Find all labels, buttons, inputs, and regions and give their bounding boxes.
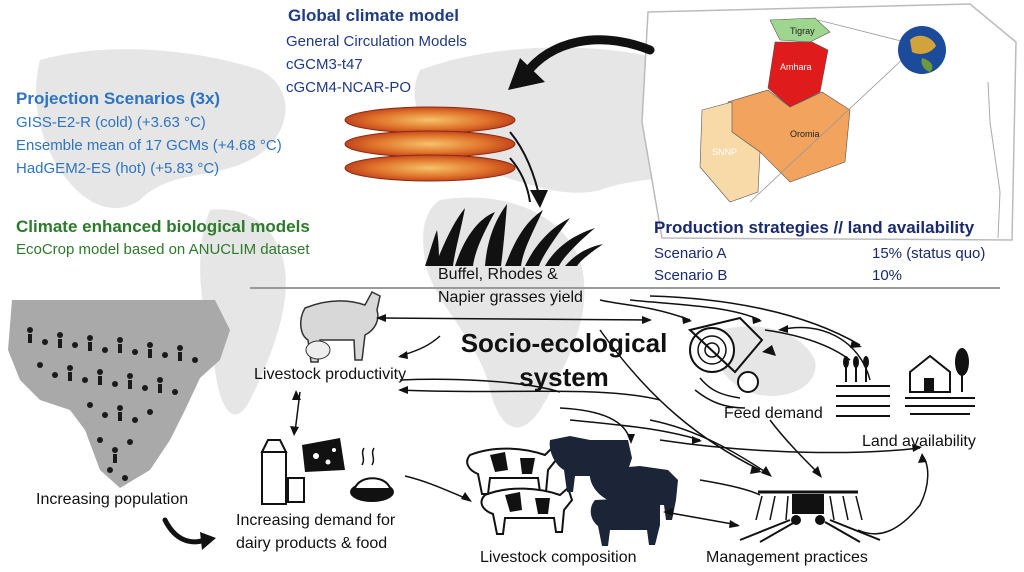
map-label-tigray: Tigray [790, 26, 815, 36]
climate-layers-graphic [344, 106, 548, 208]
big-arrow-icon [508, 35, 655, 90]
land-icon [836, 348, 975, 417]
grasses-label-line-2: Napier grasses yield [438, 289, 583, 306]
node-demand-line-1: Increasing demand for [236, 512, 396, 529]
system-title-line-1: Socio-ecological [460, 328, 668, 358]
scenario-b-value: 10% [872, 267, 903, 284]
node-livestock-productivity: Livestock productivity [254, 366, 407, 383]
projection-line-3: HadGEM2-ES (hot) (+5.83 °C) [16, 160, 220, 177]
production-title: Production strategies // land availabili… [654, 218, 975, 237]
global-model-line-1: General Circulation Models [286, 33, 467, 50]
scenario-a-name: Scenario A [654, 245, 727, 262]
section-divider [250, 287, 1000, 289]
map-label-snnp: SNNP [712, 147, 737, 157]
node-increasing-population: Increasing population [36, 491, 189, 508]
snnp-region [699, 101, 761, 203]
bio-models-title: Climate enhanced biological models [16, 217, 310, 236]
grass-icon [425, 204, 603, 266]
node-livestock-composition: Livestock composition [480, 549, 637, 566]
scenario-b-name: Scenario B [654, 267, 728, 284]
tigray-region [769, 17, 831, 43]
node-land-availability: Land availability [862, 433, 976, 450]
scenario-a-value: 15% (status quo) [872, 245, 986, 262]
projection-line-2: Ensemble mean of 17 GCMs (+4.68 °C) [16, 137, 282, 154]
africa-population-icon [8, 300, 230, 488]
cow-icon [300, 291, 381, 363]
global-model-title: Global climate model [288, 6, 459, 25]
map-label-oromia: Oromia [790, 129, 820, 139]
amhara-region [767, 41, 829, 108]
ethiopia-map-panel: Tigray Amhara Oromia SNNP [641, 3, 1017, 241]
global-model-line-2: cGCM3-t47 [286, 56, 363, 73]
livestock-composition-icon [466, 436, 678, 546]
map-label-amhara: Amhara [780, 62, 812, 72]
node-demand-line-2: dairy products & food [236, 535, 388, 552]
projection-line-1: GISS-E2-R (cold) (+3.63 °C) [16, 114, 206, 131]
system-title-line-2: system [519, 362, 609, 392]
projection-title: Projection Scenarios (3x) [16, 89, 221, 108]
dairy-icon [260, 438, 394, 505]
bio-models-subtitle: EcoCrop model based on ANUCLIM dataset [16, 241, 310, 258]
node-management-practices: Management practices [706, 549, 868, 566]
grasses-label-line-1: Buffel, Rhodes & [438, 266, 558, 283]
tractor-sprayer-icon [739, 490, 881, 543]
global-model-line-3: cGCM4-NCAR-PO [286, 79, 412, 96]
node-feed-demand: Feed demand [724, 405, 823, 422]
hay-bale-icon [687, 316, 776, 409]
